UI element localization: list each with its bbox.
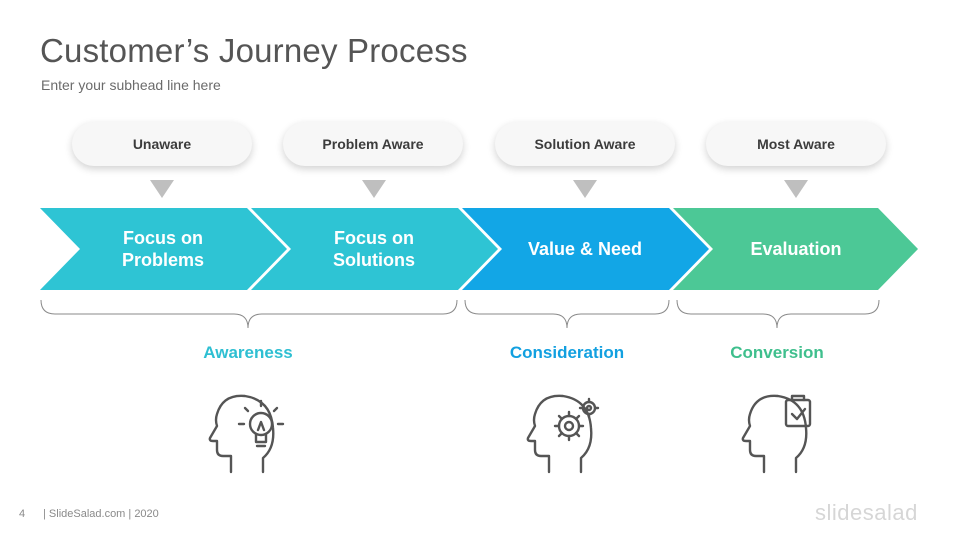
down-pointer-icon	[150, 180, 174, 198]
chevron-step-3	[462, 208, 709, 290]
chevron-step-1	[40, 208, 287, 290]
step-label-3: Value & Need	[527, 239, 643, 259]
slide-title: Customer’s Journey Process	[40, 32, 468, 69]
stage-awareness: Awareness	[203, 343, 293, 362]
stage-consideration: Consideration	[509, 343, 625, 362]
footer-text: | SlideSalad.com | 2020	[43, 508, 159, 520]
head-gear-icon	[526, 394, 600, 474]
awareness-pill-solution-aware: Solution Aware	[495, 122, 675, 166]
brace-awareness	[40, 299, 458, 329]
awareness-pill-problem-aware: Problem Aware	[283, 122, 463, 166]
step-label-4: Evaluation	[750, 239, 842, 259]
stage-conversion: Conversion	[730, 343, 824, 362]
brace-conversion	[676, 299, 880, 329]
process-chevrons	[40, 208, 918, 329]
down-pointer-icon	[362, 180, 386, 198]
chevron-step-4	[673, 208, 918, 290]
down-pointer-icon	[573, 180, 597, 198]
page-number: 4	[19, 508, 26, 520]
awareness-pill-most-aware: Most Aware	[706, 122, 886, 166]
brace-consideration	[464, 299, 670, 329]
awareness-pill-unaware: Unaware	[72, 122, 252, 166]
slide-subtitle: Enter your subhead line here	[41, 77, 221, 93]
head-clipboard-check-icon	[741, 394, 812, 474]
chevron-step-2	[251, 208, 498, 290]
down-pointer-icon	[784, 180, 808, 198]
head-lightbulb-icon	[208, 394, 285, 474]
slidesalad-logo: slidesalad	[815, 500, 918, 525]
